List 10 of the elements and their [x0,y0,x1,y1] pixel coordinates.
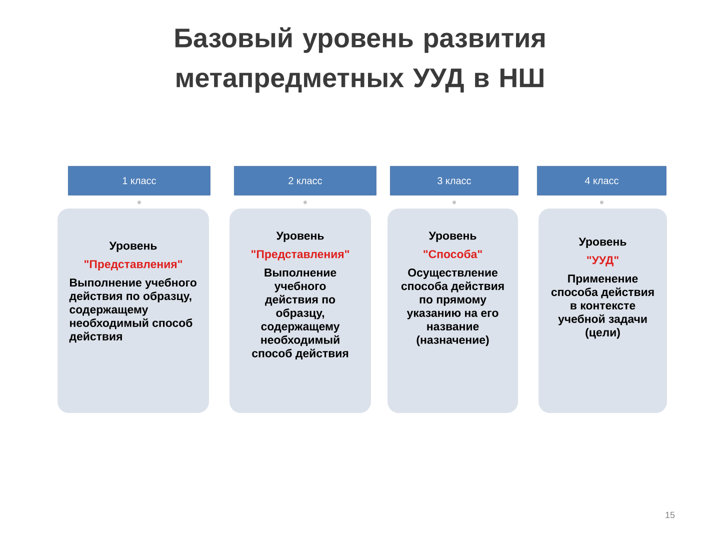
level-card: Уровень "Представления" Выполнение учебного действия по образцу, содержащему необходимый способ действия [56,207,210,414]
page-number: 15 [666,512,675,518]
title: Базовый уровень развития метапредметных УУД в НШ [175,27,545,93]
grade-tab: 2 класс [234,166,376,196]
grade-tab: 3 класс [390,166,518,196]
level-card: Уровень "Способа" Осуществление способа действия по прямому указанию на его название (назначение) [386,207,520,414]
level-card: Уровень "Представления" Выполнение учебного действия по образцу, содержащему необходимый способ действия [228,207,372,414]
level-card: Уровень "УУД" Применение способа действия в контексте учебной задачи (цели) [537,207,668,414]
grade-tab: 1 класс [68,166,210,196]
grade-tab: 4 класс [537,166,666,196]
